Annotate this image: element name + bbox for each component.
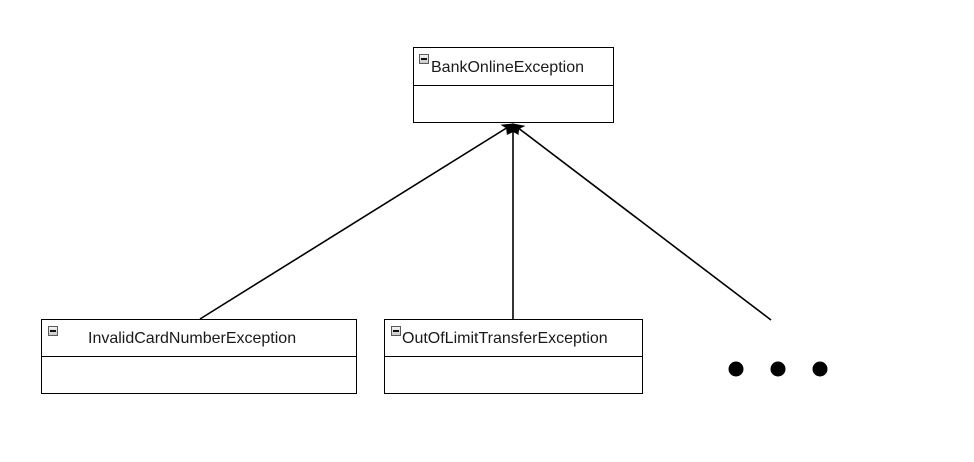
- ellipsis-dot: [728, 361, 744, 377]
- ellipsis-dot: [770, 361, 786, 377]
- collapse-icon[interactable]: [419, 54, 429, 64]
- collapse-icon[interactable]: [391, 326, 401, 336]
- connector-more-to-parent: [512, 123, 772, 321]
- class-box-bank-online-exception[interactable]: BankOnlineException: [413, 47, 614, 123]
- class-attributes-compartment: [385, 357, 642, 393]
- class-header: OutOfLimitTransferException: [385, 320, 642, 357]
- connector-invalid-card-to-parent: [199, 123, 514, 320]
- class-name: BankOnlineException: [431, 59, 584, 76]
- class-attributes-compartment: [42, 357, 356, 393]
- class-box-invalid-card-number-exception[interactable]: InvalidCardNumberException: [41, 319, 357, 394]
- class-box-out-of-limit-transfer-exception[interactable]: OutOfLimitTransferException: [384, 319, 643, 394]
- class-name: OutOfLimitTransferException: [402, 330, 608, 347]
- class-attributes-compartment: [414, 86, 613, 122]
- class-header: InvalidCardNumberException: [42, 320, 356, 357]
- class-name: InvalidCardNumberException: [88, 330, 297, 347]
- ellipsis-dots: [728, 361, 828, 377]
- ellipsis-dot: [812, 361, 828, 377]
- collapse-icon[interactable]: [48, 326, 58, 336]
- class-header: BankOnlineException: [414, 48, 613, 86]
